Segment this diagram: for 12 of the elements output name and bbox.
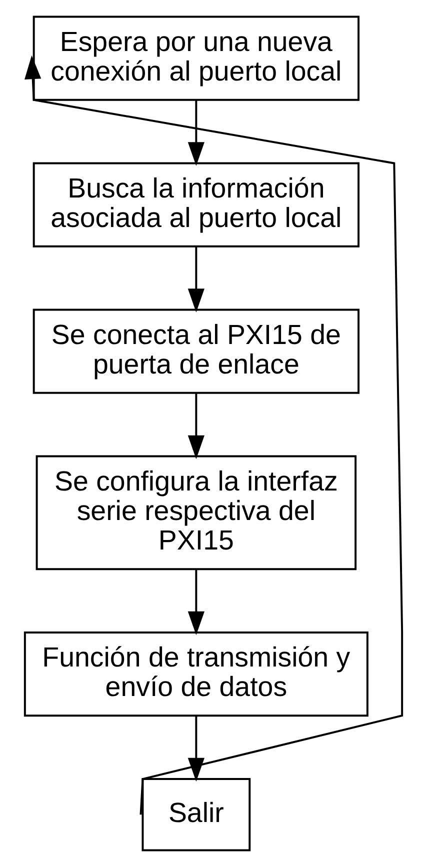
node-box: Espera por una nueva conexión al puerto local — [32, 16, 360, 101]
node-box: Busca la información asociada al puerto local — [32, 162, 360, 248]
node-box: Salir — [142, 778, 251, 852]
node-box: Se configura la interfaz serie respectiva del PXI15 — [36, 455, 357, 570]
node-box: Función de transmisión y envío de datos — [24, 631, 368, 717]
arrow — [188, 393, 204, 460]
arrow — [188, 570, 204, 636]
arrow — [188, 246, 204, 312]
arrow — [188, 100, 204, 166]
arrow — [24, 55, 404, 815]
node-box: Se conecta al PXI15 de puerta de enlace — [32, 308, 360, 394]
arrow — [188, 716, 204, 782]
